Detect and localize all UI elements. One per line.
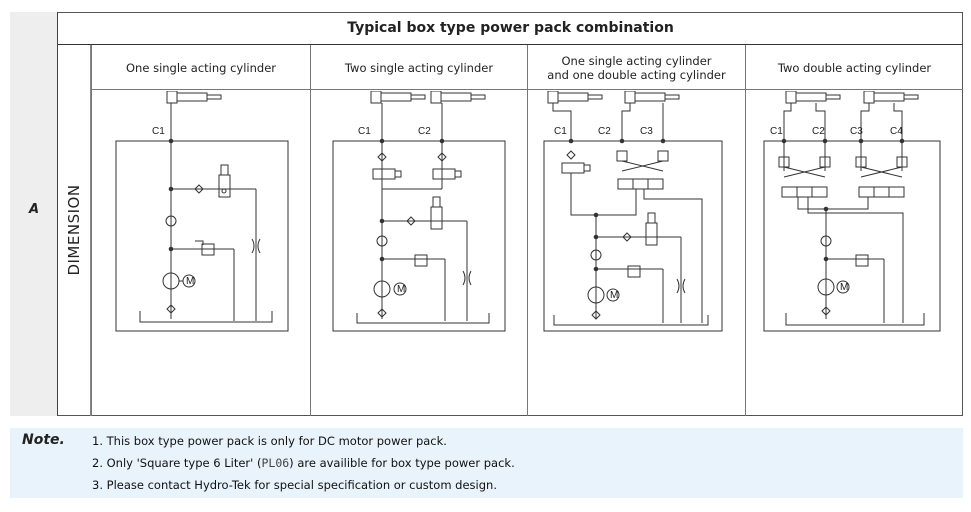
check-valve-icon: [590, 249, 602, 261]
motor-icon: M: [836, 280, 850, 294]
motor-icon: M: [393, 282, 407, 296]
directional-valve-icon: [372, 168, 402, 180]
solenoid-valve-icon: [218, 164, 231, 198]
check-valve-icon: [165, 215, 177, 227]
note-item: 3. Please contact Hydro-Tek for special …: [92, 478, 497, 492]
tank-box: [332, 140, 506, 332]
4way-valve-icon: [781, 186, 828, 198]
port-label: C2: [812, 126, 825, 137]
pilot-check-icon: [855, 156, 908, 178]
port-label: C4: [890, 126, 903, 137]
note-item: 2. Only 'Square type 6 Liter' (PL06) are…: [92, 456, 515, 470]
category-label: DIMENSION: [65, 184, 83, 276]
port-label: C1: [554, 126, 567, 137]
suction-filter-icon: [166, 304, 176, 314]
cylinder-icon: [863, 91, 919, 104]
category-column: [58, 45, 91, 416]
svg-text:M: M: [397, 284, 405, 295]
check-valve-icon: [376, 235, 388, 247]
port-label: C1: [152, 126, 165, 137]
pilot-check-icon: [616, 150, 669, 172]
circuit-diagram: C1 C2 C3 C4 M: [763, 91, 941, 332]
column-one-single: One single acting cylinder C1 M: [91, 45, 310, 416]
pump-icon: [373, 280, 391, 298]
port-label: C1: [358, 126, 371, 137]
row-label: A: [28, 202, 40, 217]
column-header: Two single acting cylinder: [344, 60, 494, 75]
4way-valve-icon: [617, 178, 664, 190]
filter-icon: [406, 216, 416, 226]
check-valve-icon: [820, 235, 832, 247]
cylinder-icon: [547, 91, 603, 104]
solenoid-valve-icon: [645, 212, 658, 246]
filter-icon: [622, 232, 632, 242]
row-label-column: [10, 12, 58, 416]
cylinder-icon: [370, 91, 426, 104]
port-label: C2: [418, 126, 431, 137]
reservoir: [139, 311, 273, 323]
pump-icon: [817, 278, 835, 296]
reservoir: [553, 315, 709, 326]
check-valve-icon: [566, 150, 576, 160]
reservoir: [356, 313, 490, 324]
circuit-diagram: C1 C2 C3 M: [543, 91, 723, 332]
cylinder-icon: [430, 91, 486, 104]
directional-valve-icon: [432, 168, 462, 180]
circuit-diagram: C1 M: [115, 91, 289, 332]
svg-text:M: M: [186, 276, 194, 287]
suction-filter-icon: [377, 308, 387, 318]
circuit-diagram: C1 C2 M: [332, 91, 506, 332]
relief-valve-icon: [195, 240, 215, 256]
motor-icon: M: [606, 288, 620, 302]
filter-icon: [194, 184, 204, 194]
port-label: C3: [640, 126, 653, 137]
table-title: Typical box type power pack combination: [58, 12, 963, 45]
tank-box: [543, 140, 723, 332]
svg-text:M: M: [610, 290, 618, 301]
4way-valve-icon: [858, 186, 905, 198]
suction-filter-icon: [591, 310, 601, 320]
relief-valve-icon: [414, 254, 428, 267]
port-label: C2: [598, 126, 611, 137]
reservoir: [785, 313, 925, 326]
svg-text:M: M: [840, 282, 848, 293]
pump-icon: [587, 286, 605, 304]
column-header: Two double acting cylinder: [777, 60, 932, 75]
cylinder-icon: [624, 91, 680, 104]
directional-valve-icon: [561, 162, 591, 174]
relief-valve-icon: [627, 265, 641, 278]
column-header: One single acting cylinder: [126, 60, 276, 75]
orifice-icon: [676, 278, 686, 294]
tank-box: [763, 140, 941, 332]
cylinder-icon: [785, 91, 841, 104]
column-two-double: Two double acting cylinder C1 C2 C3 C4 M: [745, 45, 963, 416]
port-label: C1: [770, 126, 783, 137]
note-label: Note.: [22, 432, 65, 448]
suction-filter-icon: [821, 306, 831, 316]
tank-box: [115, 140, 289, 332]
note-item: 1. This box type power pack is only for …: [92, 434, 447, 448]
relief-valve-icon: [855, 254, 869, 267]
check-valve-icon: [377, 152, 387, 162]
orifice-icon: [462, 270, 472, 286]
pilot-check-icon: [778, 156, 831, 178]
motor-icon: M: [179, 274, 196, 288]
cylinder-icon: [166, 91, 222, 104]
note-box: Note. 1. This box type power pack is onl…: [10, 428, 963, 498]
orifice-icon: [251, 238, 261, 254]
check-valve-icon: [437, 152, 447, 162]
port-label: C3: [850, 126, 863, 137]
solenoid-valve-icon: [430, 196, 443, 230]
column-two-single: Two single acting cylinder C1 C2 M: [310, 45, 527, 416]
